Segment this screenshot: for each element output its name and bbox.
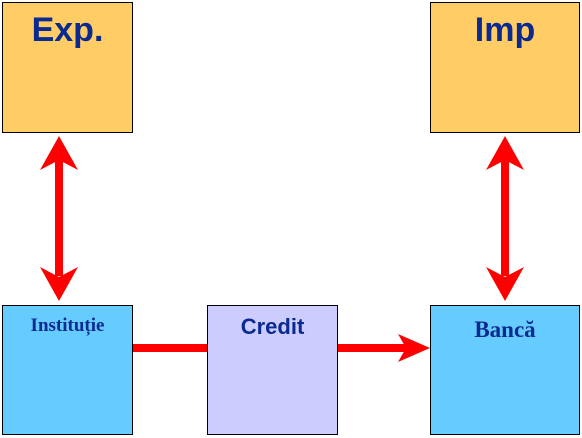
node-exp-label: Exp. <box>31 11 104 49</box>
node-credit-label: Credit <box>240 314 305 339</box>
node-exp: Exp. <box>2 2 133 133</box>
node-imp: Imp <box>430 2 580 133</box>
node-credit: Credit <box>207 305 338 435</box>
node-imp-label: Imp <box>474 11 536 49</box>
arrow-imp-banca <box>486 136 524 301</box>
node-banca: Bancă <box>430 305 580 435</box>
arrow-exp-institutie <box>40 136 78 301</box>
arrow-credit-banca <box>338 334 430 362</box>
node-institutie-label: Instituție <box>30 315 105 336</box>
node-institutie: Instituție <box>2 305 133 435</box>
node-banca-label: Bancă <box>474 317 536 342</box>
